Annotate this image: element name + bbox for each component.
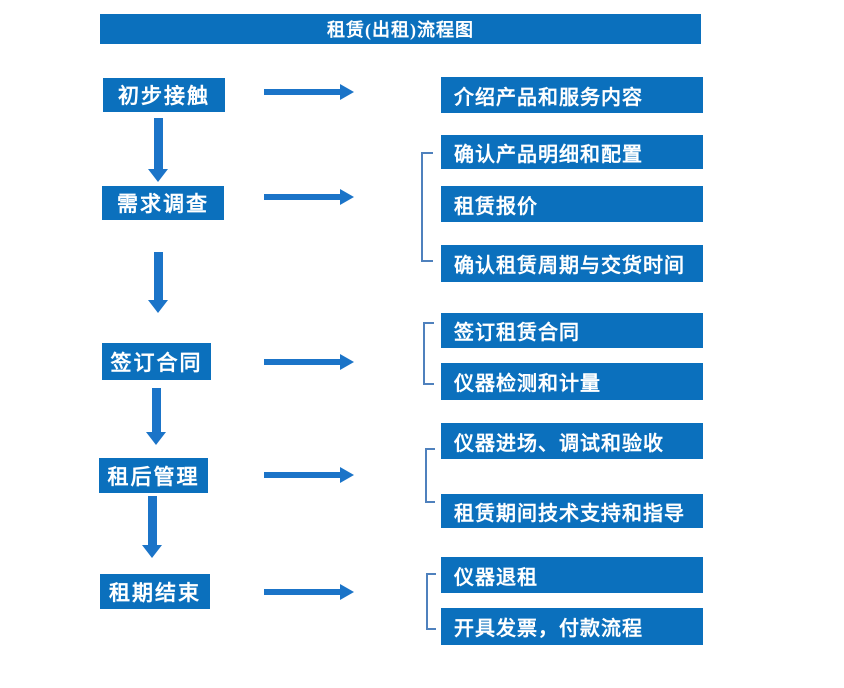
group-bracket (421, 152, 433, 262)
step-box-post-rental-management: 租后管理 (99, 458, 208, 493)
right-arrow-icon (264, 354, 354, 370)
step-box-contract-signing: 签订合同 (102, 343, 211, 380)
right-arrow-icon (264, 84, 354, 100)
arrow-shaft (264, 589, 340, 595)
arrow-shaft (264, 359, 340, 365)
detail-box: 签订租赁合同 (441, 313, 703, 348)
arrow-head (340, 84, 354, 100)
arrow-head (146, 432, 166, 445)
flowchart-title: 租赁(出租)流程图 (100, 14, 701, 44)
arrow-shaft (153, 118, 163, 170)
down-arrow-icon (142, 496, 162, 558)
step-box-initial-contact: 初步接触 (103, 78, 225, 112)
detail-box: 确认租赁周期与交货时间 (441, 245, 703, 282)
detail-box: 仪器检测和计量 (441, 363, 703, 400)
arrow-shaft (264, 472, 340, 478)
down-arrow-icon (148, 252, 168, 313)
group-bracket (423, 322, 434, 385)
detail-box: 介绍产品和服务内容 (441, 77, 703, 113)
detail-box: 确认产品明细和配置 (441, 135, 703, 169)
group-bracket (425, 448, 435, 503)
arrow-head (148, 300, 168, 313)
arrow-shaft (147, 496, 157, 546)
arrow-head (340, 189, 354, 205)
step-box-lease-end: 租期结束 (100, 574, 210, 609)
step-box-demand-survey: 需求调查 (102, 186, 224, 220)
detail-box: 租赁报价 (441, 186, 703, 222)
right-arrow-icon (264, 467, 354, 483)
arrow-head (340, 467, 354, 483)
right-arrow-icon (264, 584, 354, 600)
arrow-shaft (264, 89, 340, 95)
detail-box: 仪器退租 (441, 557, 703, 593)
detail-box: 开具发票，付款流程 (441, 608, 703, 645)
arrow-head (340, 354, 354, 370)
arrow-head (142, 545, 162, 558)
right-arrow-icon (264, 189, 354, 205)
group-bracket (426, 573, 436, 630)
detail-box: 仪器进场、调试和验收 (441, 423, 703, 459)
arrow-head (148, 169, 168, 182)
arrow-head (340, 584, 354, 600)
detail-box: 租赁期间技术支持和指导 (441, 494, 703, 528)
down-arrow-icon (148, 118, 168, 182)
arrow-shaft (153, 252, 163, 301)
arrow-shaft (264, 194, 340, 200)
down-arrow-icon (146, 388, 166, 445)
arrow-shaft (151, 388, 161, 433)
